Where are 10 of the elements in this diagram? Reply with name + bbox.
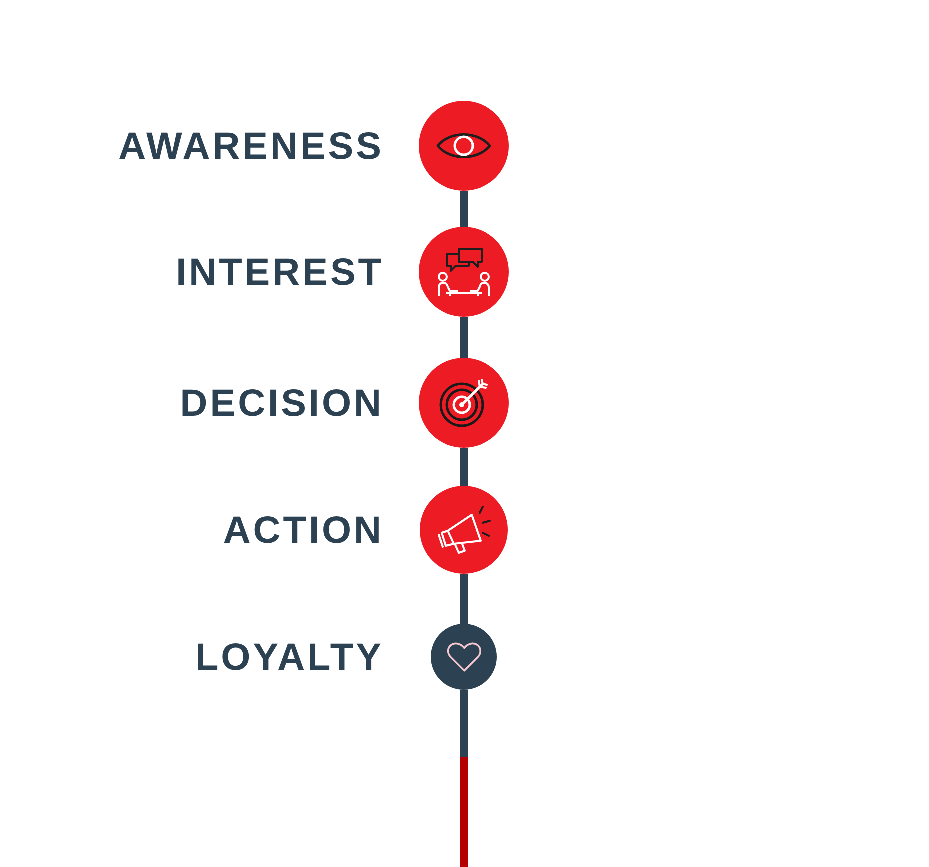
connector-line [460, 574, 468, 624]
stage-label: INTEREST [176, 254, 384, 292]
stage-label: ACTION [223, 512, 384, 550]
stage-label: DECISION [180, 385, 384, 423]
connector-line [460, 448, 468, 486]
connector-line [460, 191, 468, 227]
stage-label: AWARENESS [118, 128, 384, 166]
stage-label: LOYALTY [195, 639, 384, 677]
connector-line [460, 317, 468, 358]
connector-line [460, 690, 468, 867]
